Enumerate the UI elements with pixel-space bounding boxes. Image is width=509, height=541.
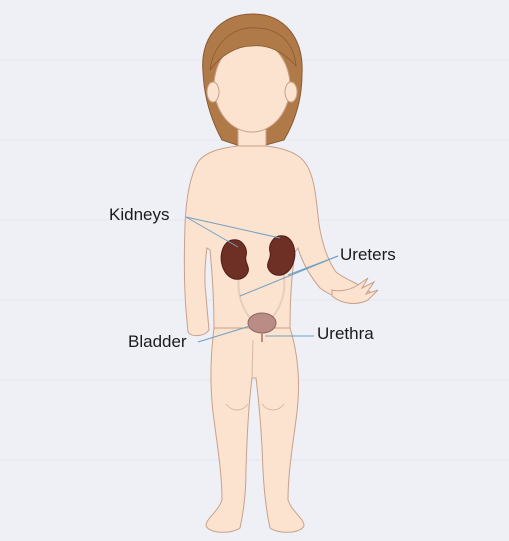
bladder-label: Bladder — [128, 333, 187, 350]
right-ear — [285, 82, 297, 102]
left-ear — [207, 82, 219, 102]
urethra-label: Urethra — [317, 325, 374, 342]
ureters-label: Ureters — [340, 246, 396, 263]
legs — [206, 328, 304, 532]
bladder-organ — [248, 313, 276, 333]
kidneys-label: Kidneys — [109, 206, 169, 223]
